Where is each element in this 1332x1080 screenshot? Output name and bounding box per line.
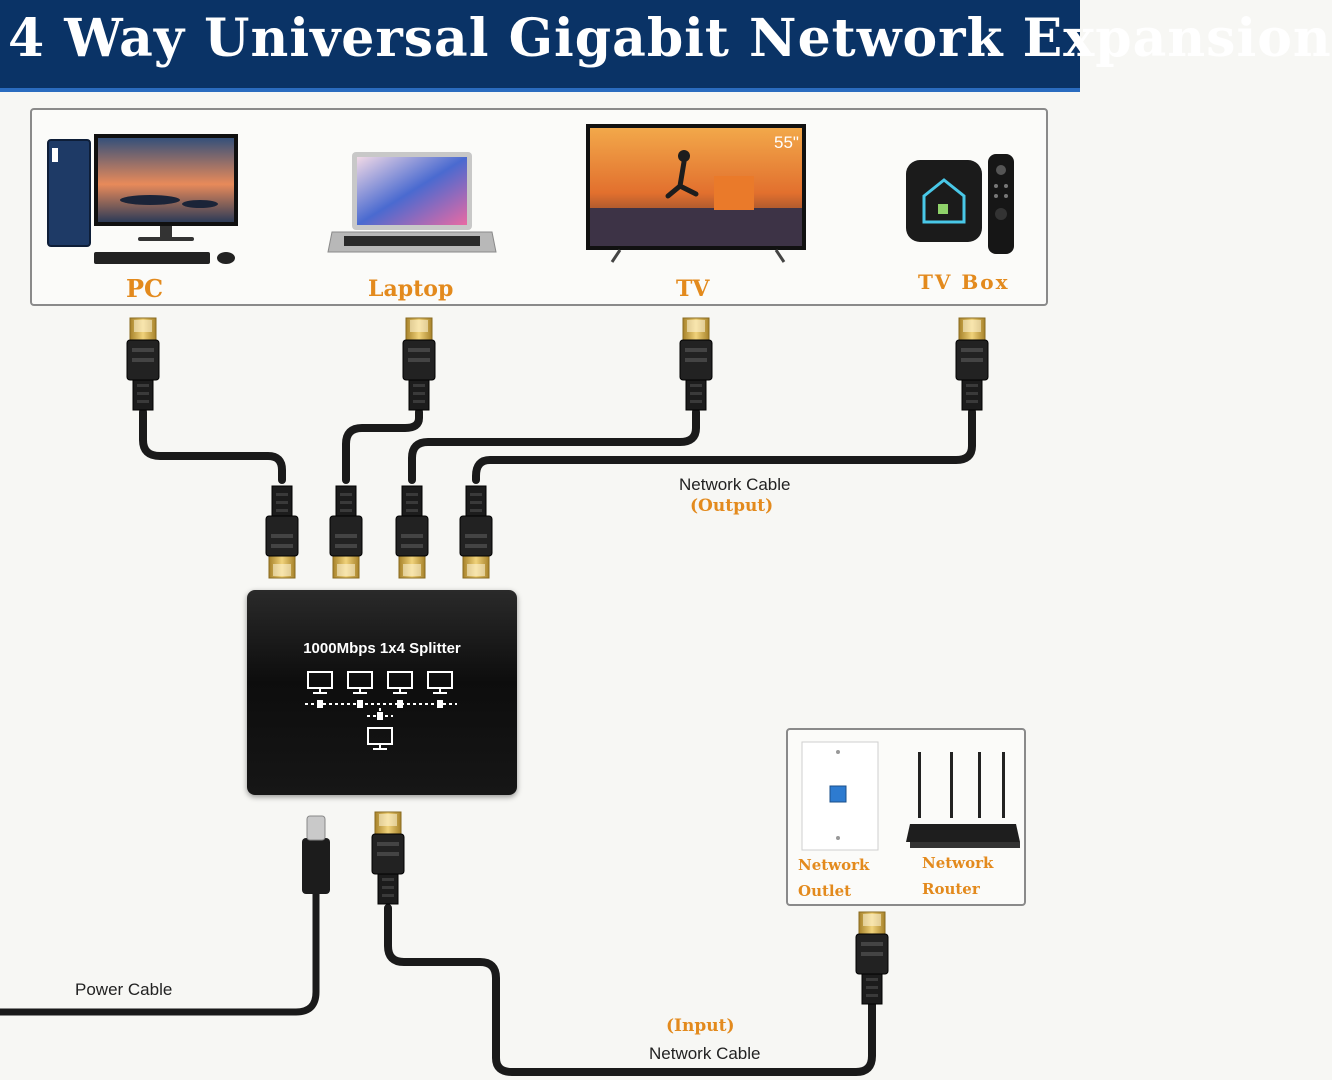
power-cable-caption: Power Cable: [75, 980, 173, 999]
tvbox-illustration: [906, 154, 1014, 254]
tv-illustration: 55": [586, 124, 806, 263]
input-connector-source: [855, 911, 889, 1005]
device-label-tvbox: TV Box: [918, 270, 1010, 294]
network-splitter: 1000Mbps 1x4 Splitter: [247, 590, 517, 795]
page-title: 4 Way Universal Gigabit Network Expansio…: [8, 8, 1332, 69]
output-cable-note: (Output): [690, 496, 774, 516]
pc-illustration: [47, 134, 238, 264]
device-connector-tv: [679, 317, 713, 411]
tv-size-label: 55": [774, 133, 799, 152]
source-router-line1: Network: [922, 854, 994, 872]
device-connector-pc: [126, 317, 160, 411]
source-router-line2: Router: [922, 880, 980, 898]
splitter-connector-3: [395, 485, 429, 579]
device-label-laptop: Laptop: [368, 276, 454, 302]
source-outlet-line2: Outlet: [798, 882, 852, 900]
header-banner: 4 Way Universal Gigabit Network Expansio…: [0, 0, 1331, 92]
device-label-pc: PC: [126, 274, 164, 303]
laptop-illustration: [327, 152, 497, 253]
splitter-connector-4: [459, 485, 493, 579]
splitter-topology-icon: [305, 671, 457, 750]
power-cable: [0, 815, 330, 1016]
input-sources-panel: Network Outlet Network Router: [786, 728, 1026, 906]
output-cables: [139, 408, 976, 484]
device-label-tv: TV: [676, 276, 710, 302]
input-cable-note: (Input): [666, 1016, 735, 1036]
device-connector-tvbox: [955, 317, 989, 411]
splitter-connector-2: [329, 485, 363, 579]
source-illustrations: [801, 741, 1020, 851]
source-outlet-line1: Network: [798, 856, 870, 874]
network-outlet-illustration: [801, 741, 879, 851]
splitter-label: 1000Mbps 1x4 Splitter: [303, 640, 461, 657]
input-cable-caption: Network Cable: [649, 1044, 761, 1063]
network-router-illustration: [906, 752, 1020, 848]
device-connector-laptop: [402, 317, 436, 411]
output-cable-caption: Network Cable: [679, 475, 791, 494]
diagram-art: 55": [0, 124, 1014, 1076]
input-cable: [384, 904, 876, 1076]
input-connector-splitter: [371, 811, 405, 905]
splitter-connector-1: [265, 485, 299, 579]
